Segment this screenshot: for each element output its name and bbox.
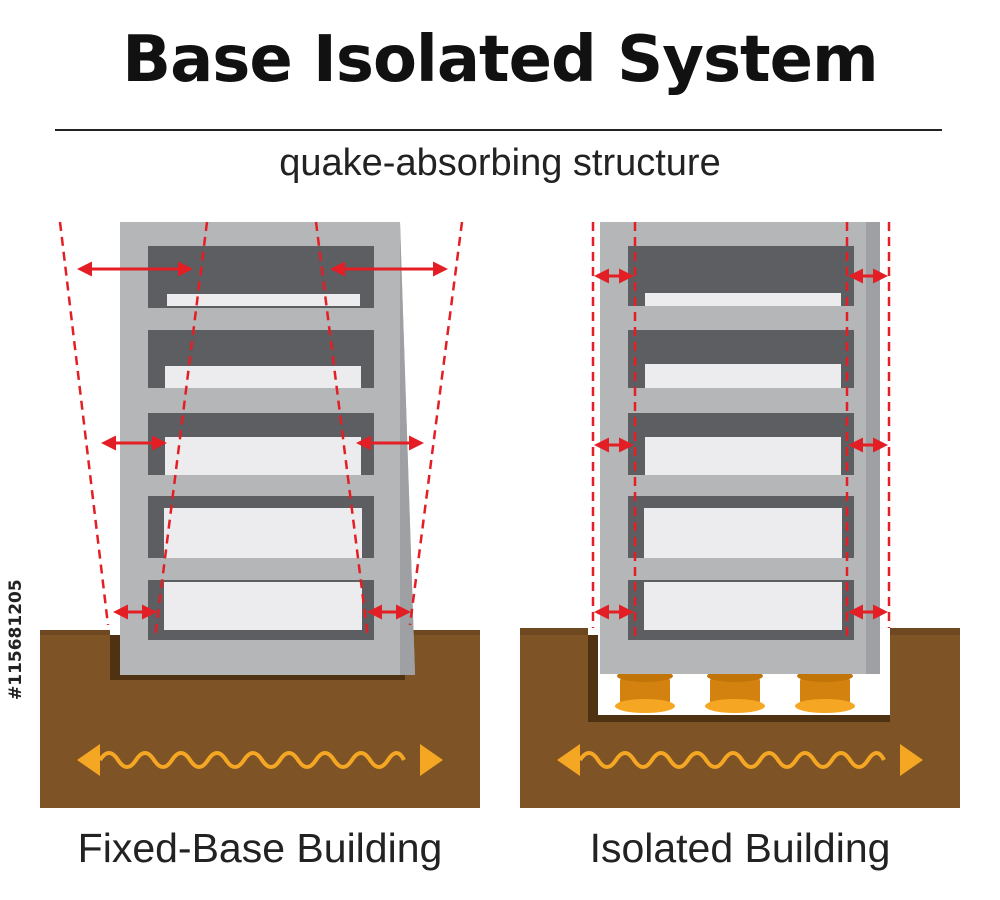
diagram-title: Base Isolated System [122, 23, 878, 97]
base-isolation-bearings [615, 670, 855, 713]
floor-3 [628, 413, 854, 475]
floor-4 [148, 330, 374, 388]
title-divider [55, 129, 942, 131]
isolated-panel [520, 222, 960, 808]
sway-lines-left [58, 221, 464, 639]
ground-motion-right [557, 744, 923, 776]
isolated-building [600, 222, 880, 674]
fixed-base-panel [40, 221, 480, 808]
ground-motion-left [77, 744, 443, 776]
floor-3 [148, 413, 374, 475]
floor-2 [148, 496, 374, 558]
deformation-arrows-right [594, 268, 888, 620]
fixed-base-caption: Fixed-Base Building [77, 825, 443, 871]
ground-left [40, 630, 480, 808]
floor-4 [628, 330, 854, 388]
bearing-1 [615, 670, 675, 713]
stock-id-label: #115681205 [6, 579, 26, 700]
floor-1 [628, 580, 854, 640]
diagram-subtitle: quake-absorbing structure [279, 142, 721, 184]
bearing-3 [795, 670, 855, 713]
isolated-caption: Isolated Building [589, 825, 891, 871]
floor-5 [148, 246, 374, 308]
ground-right [520, 628, 960, 808]
floor-5 [628, 246, 854, 306]
fixed-base-building [120, 222, 415, 675]
deformation-arrows-left [77, 261, 448, 620]
floor-1 [148, 580, 374, 640]
bearing-2 [705, 670, 765, 713]
floor-2 [628, 496, 854, 558]
sway-lines-right [591, 222, 891, 640]
